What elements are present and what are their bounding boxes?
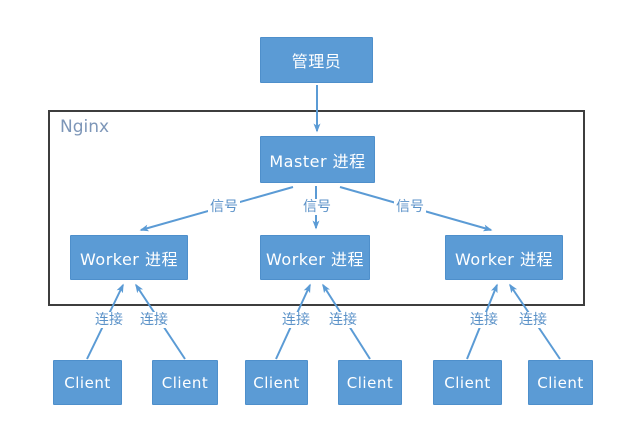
node-client-6: Client [528,360,593,405]
signal-label: 信号 [394,199,426,215]
connection-label: 连接 [517,312,549,328]
node-worker-2: Worker 进程 [260,235,370,280]
signal-label: 信号 [208,199,240,215]
node-worker-1: Worker 进程 [70,235,188,280]
connection-label: 连接 [138,312,170,328]
nginx-container-label: Nginx [60,117,110,137]
signal-label: 信号 [301,199,333,215]
connection-label: 连接 [280,312,312,328]
node-client-1: Client [53,360,122,405]
node-admin: 管理员 [260,37,373,83]
node-client-2: Client [152,360,218,405]
node-master: Master 进程 [260,136,375,183]
connection-label: 连接 [93,312,125,328]
node-client-3: Client [245,360,308,405]
node-worker-3: Worker 进程 [445,235,563,280]
node-client-5: Client [433,360,502,405]
connection-label: 连接 [327,312,359,328]
node-client-4: Client [338,360,402,405]
connection-label: 连接 [468,312,500,328]
